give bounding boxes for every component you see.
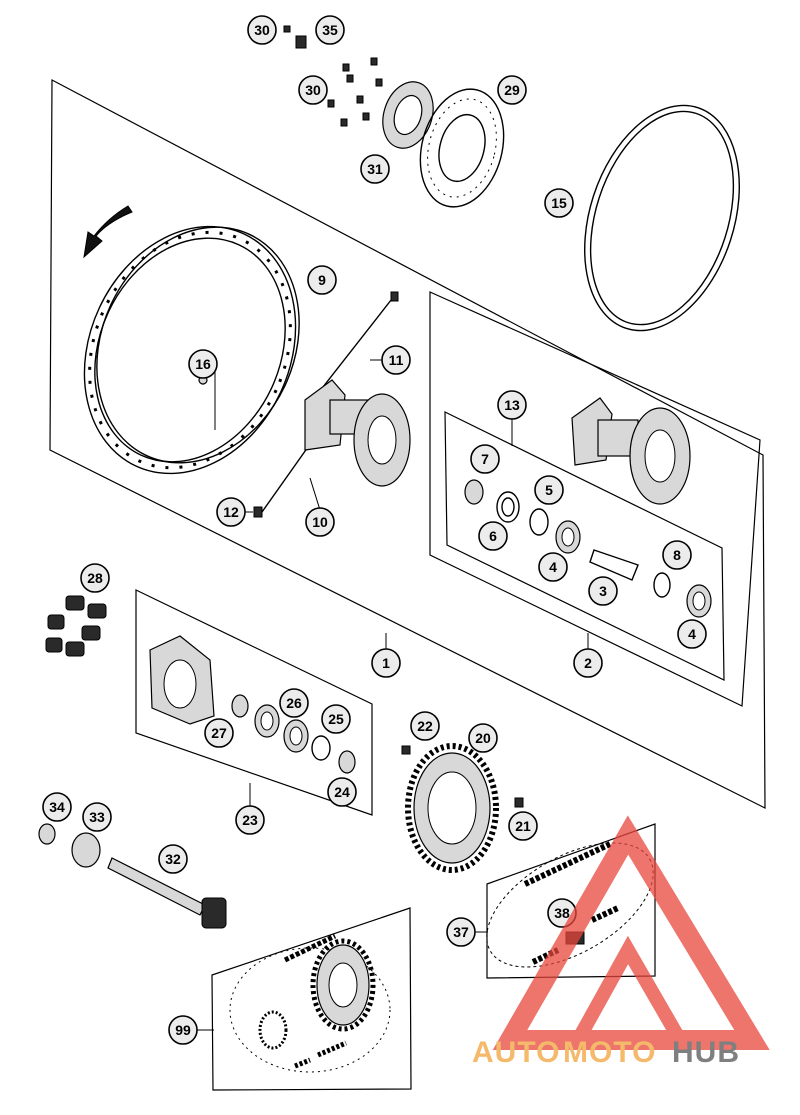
watermark-text-auto: AUTO xyxy=(472,1036,560,1069)
sprocket-carrier xyxy=(149,635,356,774)
svg-text:31: 31 xyxy=(367,161,383,177)
hub-assembly-frame xyxy=(429,291,761,707)
callout-34: 34 xyxy=(42,792,72,822)
callout-30b: 30 xyxy=(298,75,328,105)
svg-text:30: 30 xyxy=(305,82,321,98)
callout-33: 33 xyxy=(82,802,112,832)
callout-37: 37 xyxy=(446,917,476,947)
callout-26: 26 xyxy=(279,688,309,718)
callout-21: 21 xyxy=(508,811,538,841)
leader-lines xyxy=(197,359,589,1031)
brake-disc xyxy=(419,88,505,208)
watermark-text-hub: HUB xyxy=(672,1036,740,1069)
svg-text:25: 25 xyxy=(328,711,344,727)
svg-text:34: 34 xyxy=(49,799,65,815)
svg-text:12: 12 xyxy=(223,504,239,520)
callout-5: 5 xyxy=(534,475,564,505)
callout-23: 23 xyxy=(235,805,265,835)
wheel-hub xyxy=(304,379,411,487)
chain-kit xyxy=(229,933,391,1073)
callout-29: 29 xyxy=(497,75,527,105)
svg-text:30: 30 xyxy=(254,22,270,38)
brake-disc-carrier xyxy=(382,81,434,149)
svg-text:8: 8 xyxy=(673,547,681,563)
svg-text:32: 32 xyxy=(165,851,181,867)
mounting-bolts xyxy=(283,25,383,127)
svg-text:1: 1 xyxy=(382,655,390,671)
svg-text:37: 37 xyxy=(453,924,469,940)
callout-16: 16 xyxy=(188,349,218,379)
callout-31: 31 xyxy=(360,154,390,184)
callout-15: 15 xyxy=(544,188,574,218)
callout-13: 13 xyxy=(497,390,527,420)
svg-text:4: 4 xyxy=(688,626,696,642)
damper-rubbers xyxy=(45,595,107,657)
svg-text:28: 28 xyxy=(87,570,103,586)
callout-7: 7 xyxy=(470,444,500,474)
svg-text:21: 21 xyxy=(515,818,531,834)
bearing-set-frame xyxy=(444,411,725,681)
rear-sprocket xyxy=(401,743,524,873)
callout-2: 2 xyxy=(573,648,603,678)
svg-text:33: 33 xyxy=(89,809,105,825)
callout-1: 1 xyxy=(371,648,401,678)
svg-text:35: 35 xyxy=(322,22,338,38)
callout-35: 35 xyxy=(315,15,345,45)
callout-20: 20 xyxy=(468,723,498,753)
callout-4b: 4 xyxy=(677,619,707,649)
watermark-text-moto: MOTO xyxy=(563,1036,656,1069)
chain-kit-frame xyxy=(211,907,412,1091)
callout-11: 11 xyxy=(381,345,411,375)
svg-text:23: 23 xyxy=(242,812,258,828)
svg-text:9: 9 xyxy=(318,272,326,288)
svg-text:6: 6 xyxy=(489,528,497,544)
callout-27: 27 xyxy=(204,718,234,748)
svg-text:5: 5 xyxy=(545,482,553,498)
callout-3: 3 xyxy=(588,576,618,606)
svg-text:29: 29 xyxy=(504,82,520,98)
rotation-direction-arrow xyxy=(83,205,133,259)
watermark-logo: AUTO MOTO HUB xyxy=(472,815,770,1069)
rim-band xyxy=(584,104,740,332)
callout-10: 10 xyxy=(305,507,335,537)
rear-hub xyxy=(571,397,691,505)
svg-text:10: 10 xyxy=(312,514,328,530)
svg-text:26: 26 xyxy=(286,695,302,711)
svg-text:20: 20 xyxy=(475,730,491,746)
callout-99: 99 xyxy=(168,1015,198,1045)
callout-4a: 4 xyxy=(538,552,568,582)
callout-32: 32 xyxy=(158,844,188,874)
callout-6: 6 xyxy=(478,521,508,551)
callout-8: 8 xyxy=(662,540,692,570)
svg-text:4: 4 xyxy=(549,559,557,575)
svg-text:11: 11 xyxy=(389,352,404,368)
callout-9: 9 xyxy=(307,265,337,295)
callout-25: 25 xyxy=(321,704,351,734)
callout-30a: 30 xyxy=(247,15,277,45)
sprocket-carrier-frame xyxy=(135,589,373,816)
svg-text:38: 38 xyxy=(554,905,570,921)
svg-text:13: 13 xyxy=(504,397,520,413)
callout-22: 22 xyxy=(410,711,440,741)
svg-text:22: 22 xyxy=(417,718,433,734)
hub-bearings xyxy=(464,479,712,618)
svg-text:24: 24 xyxy=(334,784,350,800)
wheel-rim xyxy=(83,225,300,475)
svg-text:7: 7 xyxy=(481,451,489,467)
chain-frame xyxy=(486,823,656,979)
svg-text:27: 27 xyxy=(211,725,227,741)
svg-text:99: 99 xyxy=(175,1022,191,1038)
callout-24: 24 xyxy=(327,777,357,807)
svg-text:3: 3 xyxy=(599,583,607,599)
svg-text:15: 15 xyxy=(551,195,567,211)
rear-axle xyxy=(38,823,227,929)
callout-28: 28 xyxy=(80,563,110,593)
callout-12: 12 xyxy=(216,497,246,527)
svg-text:2: 2 xyxy=(584,655,592,671)
svg-text:16: 16 xyxy=(195,356,211,372)
wheel-assembly-frame xyxy=(49,79,766,809)
